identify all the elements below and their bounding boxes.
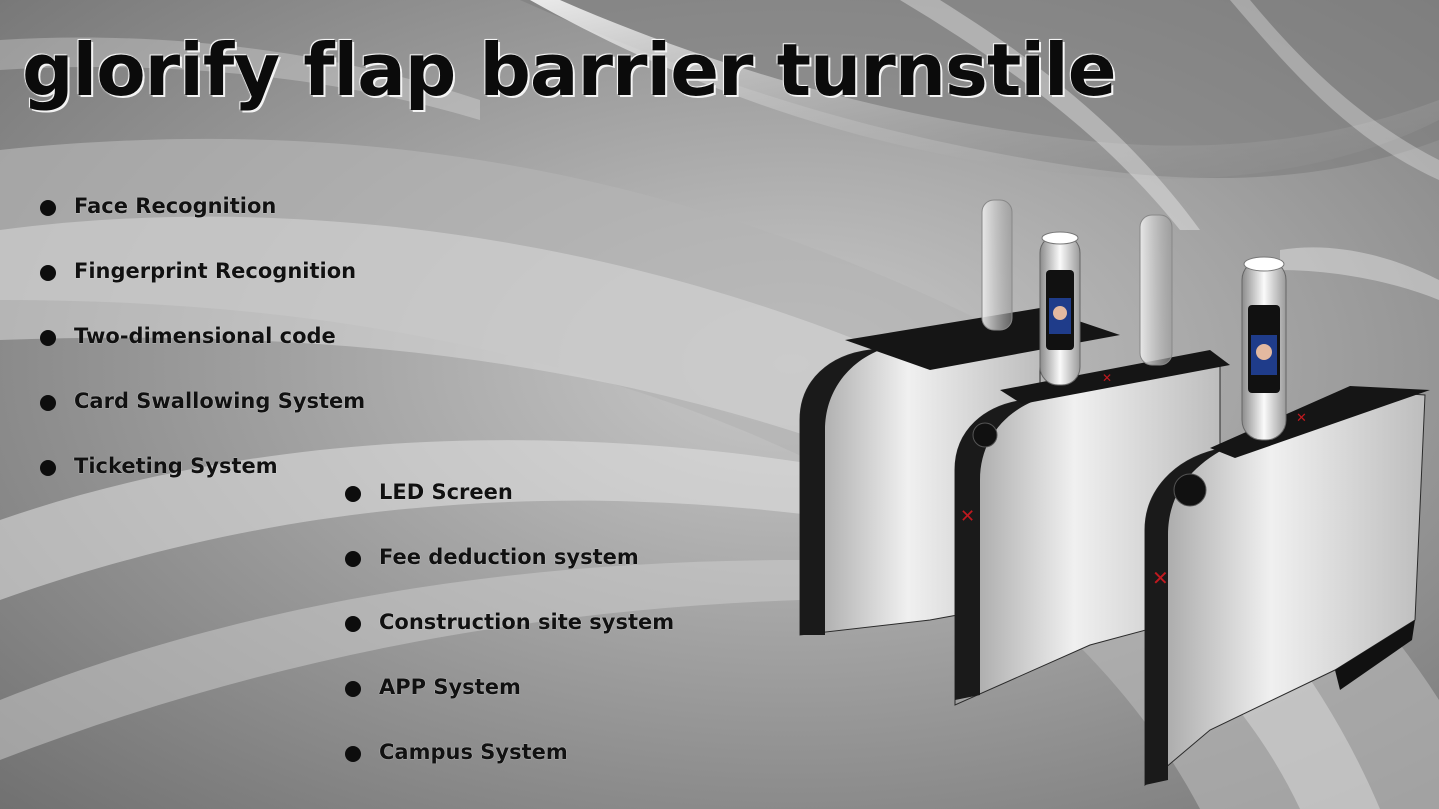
turnstile-product-image: ✕ ✕ ✕ ✕ [799,199,1430,787]
bullet-icon [345,746,361,762]
turnstile-unit-front: ✕ ✕ [1144,256,1430,787]
page-title: glorify flap barrier turnstile [22,28,1117,112]
red-x-indicator-icon: ✕ [960,506,975,527]
bullet-icon [40,395,56,411]
feature-label: Construction site system [379,610,675,634]
list-item: Two-dimensional code [40,324,365,389]
bullet-icon [40,460,56,476]
bullet-icon [345,486,361,502]
list-item: APP System [345,675,674,740]
list-item: Ticketing System [40,454,365,519]
feature-label: Card Swallowing System [74,389,366,413]
feature-label: Face Recognition [74,194,277,218]
feature-list-right: LED Screen Fee deduction system Construc… [345,480,674,805]
face-scanner-terminal-icon [1241,256,1287,441]
red-x-indicator-icon: ✕ [1152,566,1169,590]
feature-label: Two-dimensional code [74,324,336,348]
nfc-card-reader-icon [1173,473,1207,507]
bullet-icon [40,265,56,281]
face-scanner-terminal-icon [1039,231,1081,386]
feature-label: Fingerprint Recognition [74,259,357,283]
feature-label: Campus System [379,740,568,764]
bullet-icon [40,330,56,346]
list-item: LED Screen [345,480,674,545]
list-item: Fee deduction system [345,545,674,610]
list-item: Fingerprint Recognition [40,259,365,324]
feature-label: APP System [379,675,521,699]
feature-label: Ticketing System [74,454,278,478]
nfc-card-reader-icon [972,422,998,448]
list-item: Campus System [345,740,674,805]
feature-label: LED Screen [379,480,513,504]
red-x-indicator-icon: ✕ [1296,411,1307,426]
list-item: Face Recognition [40,194,365,259]
bullet-icon [345,681,361,697]
list-item: Construction site system [345,610,674,675]
feature-label: Fee deduction system [379,545,639,569]
feature-list-left: Face Recognition Fingerprint Recognition… [40,194,365,519]
bullet-icon [345,551,361,567]
list-item: Card Swallowing System [40,389,365,454]
bullet-icon [345,616,361,632]
turnstile-unit-middle: ✕ ✕ [954,214,1230,706]
red-x-indicator-icon: ✕ [1102,371,1112,385]
bullet-icon [40,200,56,216]
